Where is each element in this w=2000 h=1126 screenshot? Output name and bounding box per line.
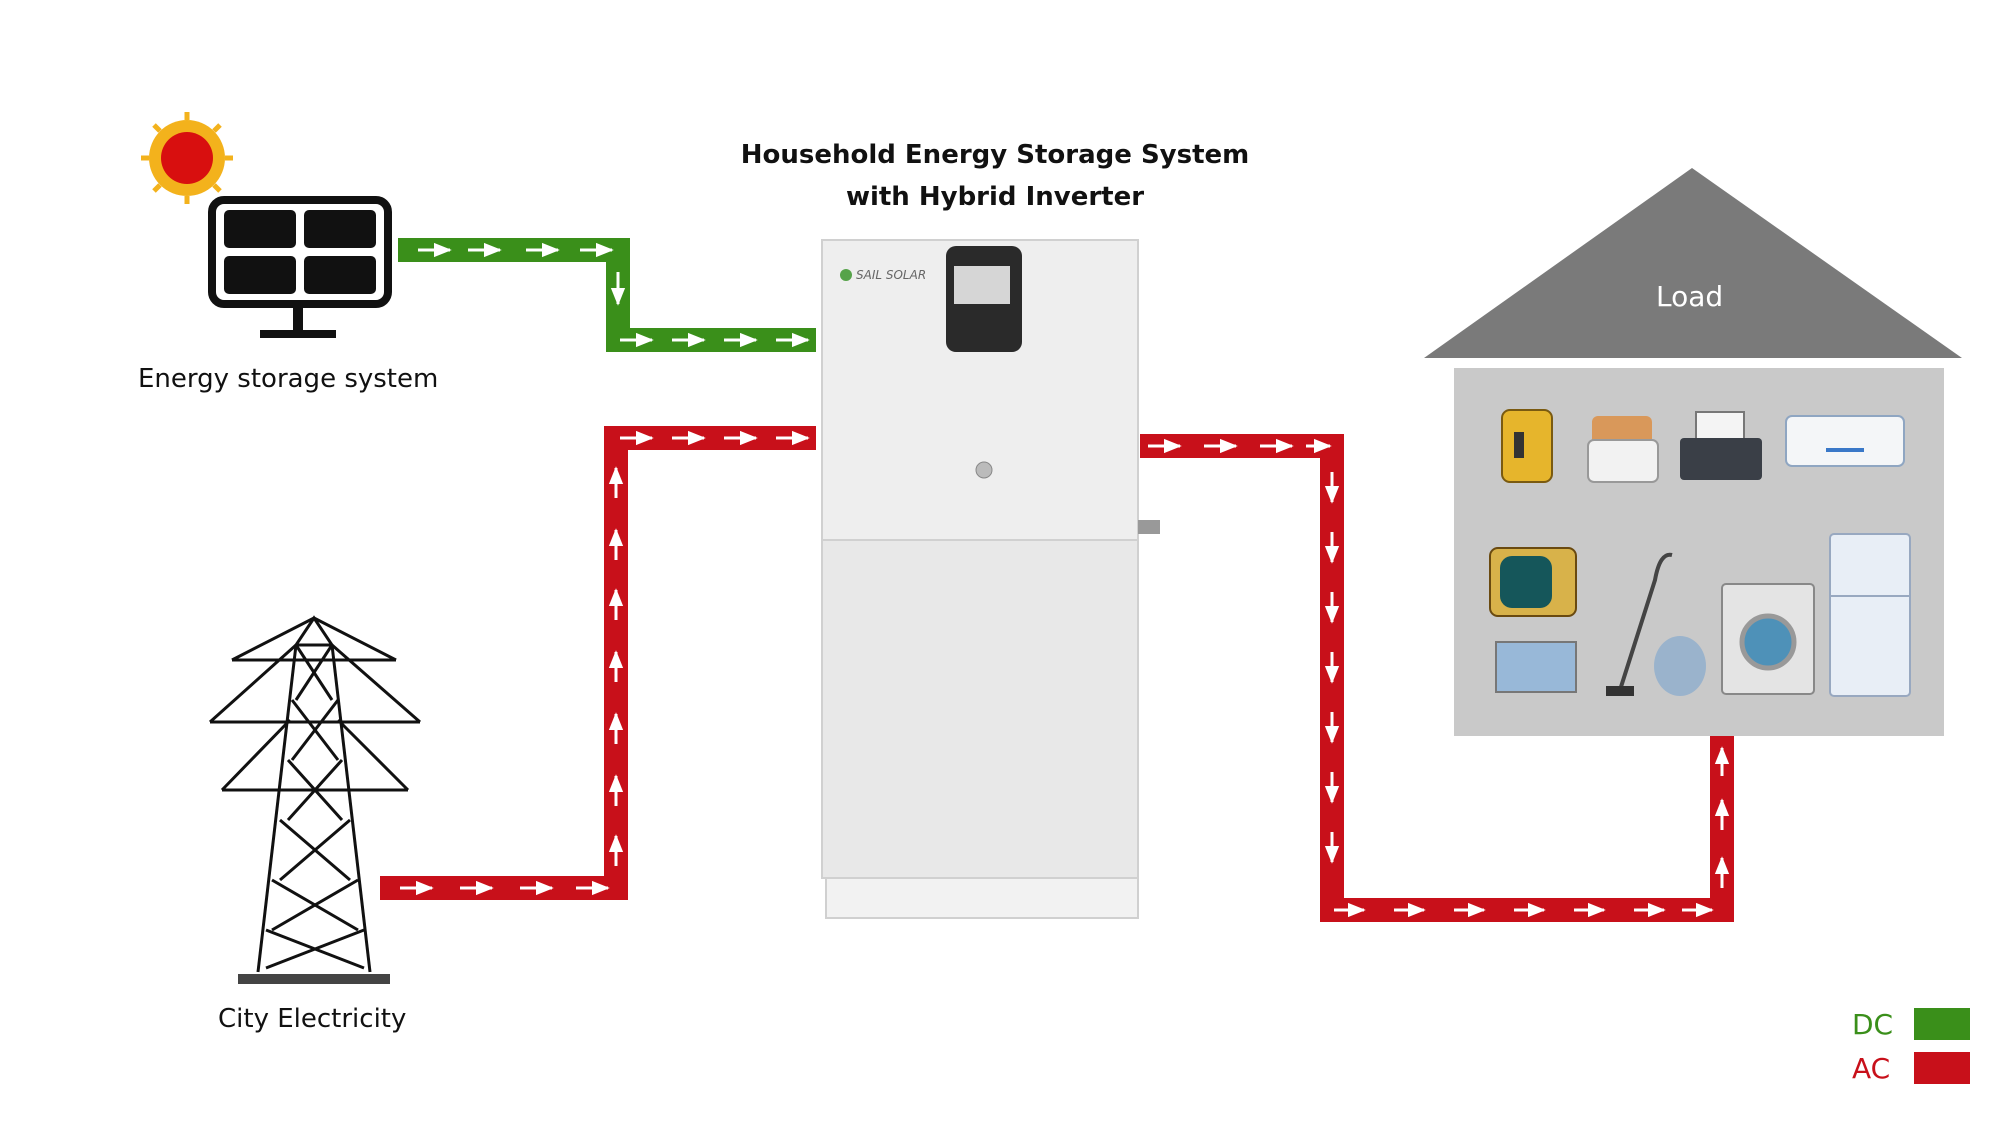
washing-machine-icon (1721, 583, 1815, 695)
power-tower-icon (208, 615, 421, 984)
diagram-title-line2: with Hybrid Inverter (845, 182, 1145, 212)
ac-grid-flow-line (380, 426, 816, 900)
printer-icon (1680, 411, 1762, 480)
solar-panel-icon (208, 196, 392, 338)
sun-icon (141, 112, 233, 204)
kettle-icon (1501, 409, 1553, 483)
load-label: Load (1656, 280, 1724, 313)
dc-flow-line (398, 238, 816, 352)
vacuum-icon (1606, 552, 1706, 696)
inverter-brand-label: SAIL SOLAR (856, 268, 927, 282)
diagram-title-line1: Household Energy Storage System (740, 140, 1250, 170)
legend-ac-label: AC (1852, 1052, 1891, 1085)
tv-icon (1489, 547, 1577, 693)
legend-dc-label: DC (1852, 1008, 1894, 1041)
legend-dc-swatch (1914, 1008, 1970, 1040)
legend-ac-swatch (1914, 1052, 1970, 1084)
ac-load-flow-line (1140, 434, 1734, 922)
air-conditioner-icon (1785, 415, 1905, 467)
toaster-icon (1587, 416, 1659, 483)
solar-label: Energy storage system (138, 364, 439, 394)
hybrid-inverter-cabinet (821, 239, 1160, 919)
refrigerator-icon (1829, 533, 1911, 697)
grid-label: City Electricity (218, 1004, 407, 1034)
